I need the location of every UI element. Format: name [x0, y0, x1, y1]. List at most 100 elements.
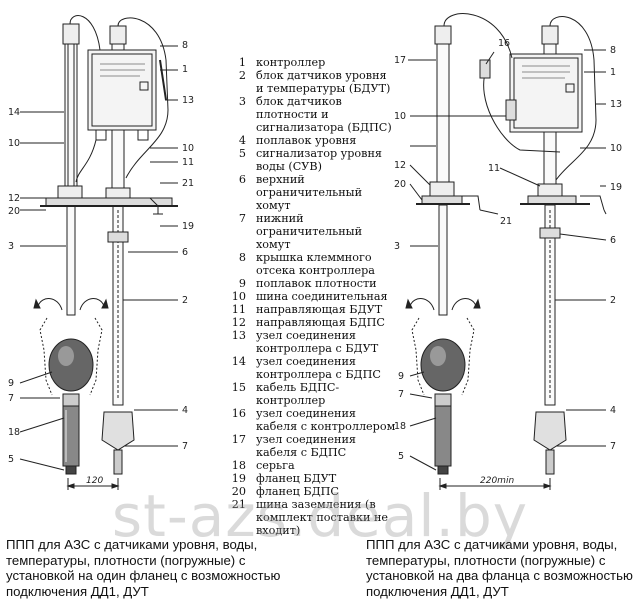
callout-label: 14 [8, 107, 20, 118]
callout-label: 18 [8, 427, 20, 438]
legend-item: 9 поплавок плотности [218, 277, 396, 290]
legend-text: узел соединения кабеля с контроллером [256, 407, 396, 433]
callout-label: 2 [610, 295, 616, 306]
left-assembly [19, 15, 178, 490]
callout-label: 7 [8, 393, 14, 404]
legend-item: 5 сигнализатор уровня воды (СУВ) [218, 147, 396, 173]
legend-number: 18 [231, 459, 246, 472]
legend-text: блок датчиков уровня и температуры (БДУТ… [256, 69, 391, 95]
callout-label: 10 [610, 143, 622, 154]
legend-number: 2 [238, 69, 246, 82]
right-callouts: 16 8 1 17 13 10 10 12 11 20 21 19 3 6 2 … [394, 38, 622, 486]
legend-number: 17 [231, 433, 246, 446]
parts-legend: 1 контроллер 2 блок датчиков уровня и темпе… [218, 56, 396, 537]
dimension-label: 120 [86, 476, 103, 486]
legend-number: 16 [231, 407, 246, 420]
legend-text: направляющая БДПС [256, 316, 385, 329]
callout-label: 8 [610, 45, 616, 56]
legend-item: 19 фланец БДУТ [218, 472, 396, 485]
legend-number: 19 [231, 472, 246, 485]
legend-number: 6 [238, 173, 246, 186]
callout-label: 2 [182, 295, 188, 306]
left-callouts: 8 1 13 14 10 10 11 12 20 21 3 19 6 2 9 7… [8, 40, 194, 486]
legend-number: 7 [238, 212, 246, 225]
legend-number: 15 [231, 381, 246, 394]
legend-number: 14 [231, 355, 246, 368]
callout-label: 7 [610, 441, 616, 452]
legend-item: 3 блок датчиков плотности и сигнализатора… [218, 95, 396, 134]
callout-label: 9 [398, 371, 404, 382]
right-assembly [405, 13, 607, 490]
legend-text: фланец БДУТ [256, 472, 337, 485]
callout-label: 9 [8, 378, 14, 389]
legend-number: 9 [238, 277, 246, 290]
callout-label: 11 [182, 157, 194, 168]
callout-label: 1 [610, 67, 616, 78]
caption-left: ППП для АЗС с датчиками уровня, воды, те… [6, 537, 281, 599]
callout-label: 12 [8, 193, 20, 204]
legend-text: крышка клеммного отсека контроллера [256, 251, 375, 277]
legend-text: блок датчиков плотности и сигнализатора … [256, 95, 392, 134]
legend-item: 14 узел соединения контроллера с БДПС [218, 355, 396, 381]
legend-number: 3 [238, 95, 246, 108]
legend-text: фланец БДПС [256, 485, 339, 498]
callout-label: 10 [182, 143, 194, 154]
legend-item: 6 верхний ограничительный хомут [218, 173, 396, 212]
callout-label: 6 [182, 247, 188, 258]
legend-text: узел соединения контроллера с БДПС [256, 355, 381, 381]
callout-label: 21 [500, 216, 512, 227]
callout-label: 13 [610, 99, 622, 110]
callout-label: 19 [610, 182, 622, 193]
callout-label: 18 [394, 421, 406, 432]
legend-number: 12 [231, 316, 246, 329]
legend-number: 4 [238, 134, 246, 147]
legend-text: контроллер [256, 56, 326, 69]
legend-text: кабель БДПС-контроллер [256, 381, 340, 407]
callout-label: 6 [610, 235, 616, 246]
callout-label: 4 [182, 405, 188, 416]
caption-right: ППП для АЗС с датчиками уровня, воды, те… [366, 537, 633, 599]
legend-text: поплавок плотности [256, 277, 377, 290]
callout-label: 3 [8, 241, 14, 252]
legend-text: сигнализатор уровня воды (СУВ) [256, 147, 382, 173]
callout-label: 21 [182, 178, 194, 189]
callout-label: 7 [398, 389, 404, 400]
legend-item: 20 фланец БДПС [218, 485, 396, 498]
callout-label: 13 [182, 95, 194, 106]
legend-text: серьга [256, 459, 295, 472]
callout-label: 12 [394, 160, 406, 171]
legend-number: 1 [238, 56, 246, 69]
legend-number: 11 [231, 303, 246, 316]
callout-label: 11 [488, 163, 500, 174]
dimension-label: 220min [480, 476, 514, 486]
legend-number: 20 [231, 485, 246, 498]
callout-label: 19 [182, 221, 194, 232]
callout-label: 3 [394, 241, 400, 252]
callout-label: 16 [498, 38, 510, 49]
legend-item: 12 направляющая БДПС [218, 316, 396, 329]
legend-text: узел соединения кабеля с БДПС [256, 433, 356, 459]
legend-text: шина соединительная [256, 290, 388, 303]
legend-text: верхний ограничительный хомут [256, 173, 363, 212]
callout-label: 5 [8, 454, 14, 465]
legend-item: 16 узел соединения кабеля с контроллером [218, 407, 396, 433]
legend-text: поплавок уровня [256, 134, 357, 147]
legend-item: 10 шина соединительная [218, 290, 396, 303]
callout-label: 4 [610, 405, 616, 416]
legend-item: 15 кабель БДПС-контроллер [218, 381, 396, 407]
callout-label: 17 [394, 55, 406, 66]
legend-item: 4 поплавок уровня [218, 134, 396, 147]
callout-label: 1 [182, 64, 188, 75]
callout-label: 8 [182, 40, 188, 51]
legend-text: направляющая БДУТ [256, 303, 383, 316]
legend-number: 10 [231, 290, 246, 303]
legend-number: 5 [238, 147, 246, 160]
legend-item: 2 блок датчиков уровня и температуры (БДУ… [218, 69, 396, 95]
legend-item: 11 направляющая БДУТ [218, 303, 396, 316]
callout-label: 20 [394, 179, 406, 190]
legend-text: шина заземления (в комплект поставки не … [256, 498, 389, 537]
